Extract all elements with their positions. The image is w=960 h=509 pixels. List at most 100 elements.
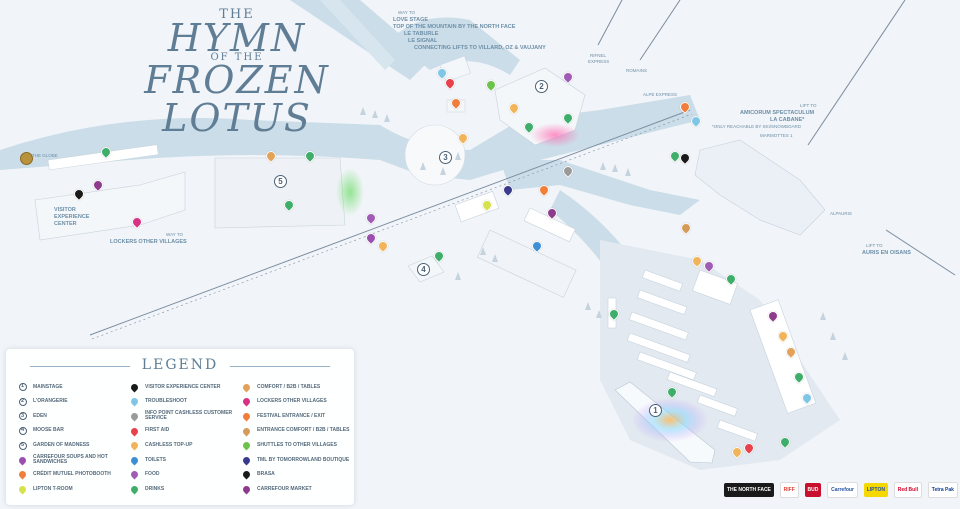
legend-item-label: CARREFOUR SOUPS AND HOT SANDWICHES bbox=[33, 454, 108, 466]
legend-item: TOILETS bbox=[129, 453, 242, 468]
stage-5-marker[interactable]: 5 bbox=[274, 175, 287, 188]
map-pin-icon bbox=[241, 426, 252, 437]
label-romains: ROMAINS bbox=[626, 68, 648, 73]
legend-item-label: CARREFOUR MARKET bbox=[257, 485, 312, 492]
legend-item: TML BY TOMORROWLAND BOUTIQUE bbox=[241, 453, 354, 468]
stage-2-marker[interactable]: 2 bbox=[535, 80, 548, 93]
garden-building bbox=[214, 157, 346, 229]
label-connecting: CONNECTING LIFTS TO VILLARD, OZ & VAUJAN… bbox=[414, 45, 546, 51]
label-way-to-north: WAY TO bbox=[398, 10, 416, 15]
map-pin-icon bbox=[129, 440, 140, 451]
stage-number-icon: 1 bbox=[18, 383, 27, 392]
legend-item-label: MOOSE BAR bbox=[33, 427, 64, 434]
legend-item: FESTIVAL ENTRANCE / EXIT bbox=[241, 409, 354, 424]
legend-item: CARREFOUR MARKET bbox=[241, 482, 354, 497]
globe-icon[interactable] bbox=[20, 152, 33, 165]
legend-item: CARREFOUR SOUPS AND HOT SANDWICHES bbox=[17, 453, 130, 468]
title-line2: HYMN bbox=[167, 16, 307, 60]
legend-item-label: CRÉDIT MUTUEL PHOTOBOOTH bbox=[33, 471, 111, 478]
legend-item: SHUTTLES TO OTHER VILLAGES bbox=[241, 438, 354, 453]
sponsor-logo: Carrefour bbox=[827, 482, 858, 498]
sponsor-logo: LIPTON bbox=[863, 483, 888, 497]
map-pin-icon bbox=[129, 396, 140, 407]
map-pin-icon bbox=[129, 382, 140, 393]
side-lifts bbox=[597, 0, 956, 276]
label-lift-to-2: LIFT TO bbox=[866, 243, 883, 248]
eden-area bbox=[404, 124, 466, 186]
stage-1-marker[interactable]: 1 bbox=[649, 404, 662, 417]
legend-item: CRÉDIT MUTUEL PHOTOBOOTH bbox=[17, 468, 130, 483]
trees bbox=[360, 107, 848, 360]
stage-4-marker[interactable]: 4 bbox=[417, 263, 430, 276]
stage-number-icon: 5 bbox=[18, 441, 27, 450]
legend-item-label: EDEN bbox=[33, 412, 47, 419]
label-lockers-other: LOCKERS OTHER VILLAGES bbox=[110, 239, 187, 245]
legend-item-label: BRASA bbox=[257, 471, 275, 478]
label-way-to-lockers: WAY TO bbox=[166, 232, 184, 237]
legend-item-label: FIRST AID bbox=[145, 427, 170, 434]
legend-item: FOOD bbox=[129, 468, 242, 483]
legend-item: 1 MAINSTAGE bbox=[18, 380, 130, 395]
map-pin-icon bbox=[241, 396, 252, 407]
label-alpauris: ALPAURIS bbox=[830, 211, 852, 216]
title-line4: FROZEN LOTUS bbox=[144, 58, 330, 140]
legend-item: COMFORT / B2B / TABLES bbox=[241, 380, 354, 395]
map-pin-icon bbox=[17, 484, 28, 495]
label-la-cabane: LA CABANE* bbox=[770, 117, 805, 123]
legend-item: CASHLESS TOP-UP bbox=[129, 438, 242, 453]
map-pin-icon bbox=[241, 469, 252, 480]
label-le-signal: LE SIGNAL bbox=[408, 38, 438, 44]
legend-item: TROUBLESHOOT bbox=[129, 395, 242, 410]
label-amicorum: AMICORUM SPECTACULUM bbox=[740, 110, 815, 116]
legend-item-label: LOCKERS OTHER VILLAGES bbox=[257, 398, 327, 405]
legend-title: LEGEND bbox=[141, 357, 219, 373]
legend-item-label: MAINSTAGE bbox=[33, 383, 63, 390]
title-line3: OF THE bbox=[210, 52, 264, 63]
visitor-center-building bbox=[34, 171, 186, 241]
map-pin-icon bbox=[129, 426, 140, 437]
legend-item-label: ENTRANCE COMFORT / B2B / TABLES bbox=[257, 427, 350, 434]
label-rifnel: RIFNEL bbox=[590, 53, 607, 58]
legend-item: INFO POINT CASHLESS CUSTOMER SERVICE bbox=[129, 409, 242, 424]
legend-item-label: CASHLESS TOP-UP bbox=[145, 442, 193, 449]
legend-item-label: INFO POINT CASHLESS CUSTOMER SERVICE bbox=[145, 410, 233, 422]
stage-3-marker[interactable]: 3 bbox=[439, 151, 452, 164]
label-love-stage: LOVE STAGE bbox=[393, 17, 429, 23]
map-pin-icon bbox=[241, 455, 252, 466]
legend-item: ENTRANCE COMFORT / B2B / TABLES bbox=[241, 424, 354, 439]
map-pin-icon bbox=[241, 411, 252, 422]
legend-item: FIRST AID bbox=[129, 424, 242, 439]
label-visitor-3: CENTER bbox=[54, 221, 77, 227]
tents bbox=[607, 269, 817, 442]
label-visitor-1: VISITOR bbox=[54, 207, 76, 213]
legend-column: COMFORT / B2B / TABLES LOCKERS OTHER VILL… bbox=[241, 380, 354, 497]
legend-item-label: FOOD bbox=[145, 471, 160, 478]
legend-item-label: COMFORT / B2B / TABLES bbox=[257, 383, 321, 390]
legend-item-label: FESTIVAL ENTRANCE / EXIT bbox=[257, 412, 326, 419]
label-auris: AURIS EN OISANS bbox=[862, 250, 911, 256]
map-pin-icon bbox=[241, 484, 252, 495]
label-le-taburle: LE TABURLE bbox=[404, 31, 439, 37]
legend-item: LOCKERS OTHER VILLAGES bbox=[241, 395, 354, 410]
stage-number-icon: 2 bbox=[18, 397, 27, 406]
legend-item-label: TML BY TOMORROWLAND BOUTIQUE bbox=[257, 456, 350, 463]
sponsor-logo: Red Bull bbox=[893, 482, 922, 498]
label-express: EXPRESS bbox=[588, 59, 610, 64]
map-pin-icon bbox=[129, 484, 140, 495]
label-top-mountain: TOP OF THE MOUNTAIN BY THE NORTH FACE bbox=[393, 24, 516, 30]
legend-item-label: LIPTON T-ROOM bbox=[33, 485, 73, 492]
legend-item-label: DRINKS bbox=[145, 485, 165, 492]
legend-item-label: TROUBLESHOOT bbox=[145, 398, 187, 405]
map-pin-icon bbox=[17, 469, 28, 480]
label-visitor-2: EXPERIENCE bbox=[54, 214, 90, 220]
map-pin-icon bbox=[241, 440, 252, 451]
legend-item: DRINKS bbox=[129, 482, 242, 497]
marmottes-building bbox=[694, 139, 826, 236]
map-title: THE HYMN OF THE FROZEN LOTUS bbox=[82, 8, 392, 137]
legend-item-label: TOILETS bbox=[145, 456, 167, 463]
